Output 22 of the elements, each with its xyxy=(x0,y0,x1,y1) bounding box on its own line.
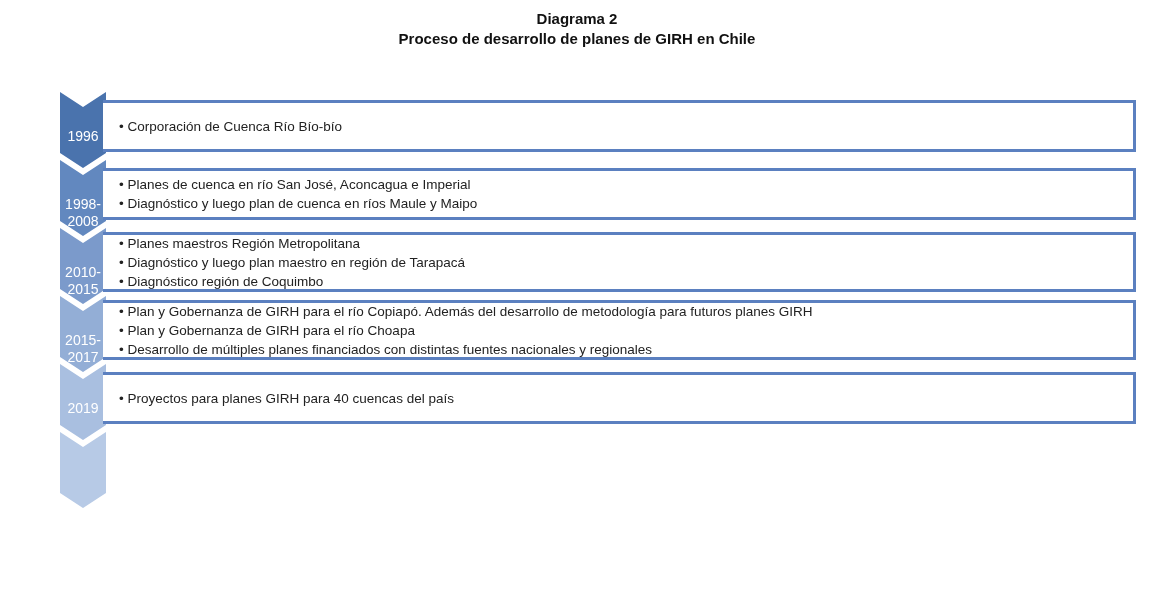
bullet-item: • Plan y Gobernanza de GIRH para el río Choapa xyxy=(119,321,416,340)
bullet-item: • Diagnóstico región de Coquimbo xyxy=(119,272,325,291)
subtitle: Proceso de desarrollo de planes de GIRH en Chile xyxy=(397,30,757,47)
title: Diagrama 2 xyxy=(535,10,619,27)
text-panel xyxy=(103,232,1136,292)
bullet-item: • Proyectos para planes GIRH para 40 cuencas del país xyxy=(119,389,455,408)
year-label: 1998- 2008 xyxy=(64,196,102,230)
bullet-item: • Planes de cuenca en río San José, Aconcagua e Imperial xyxy=(119,176,472,194)
text-panel xyxy=(103,300,1136,360)
year-label: 2019 xyxy=(66,400,100,417)
bullet-item: • Planes maestros Región Metropolitana xyxy=(119,234,362,253)
text-panel xyxy=(103,168,1136,220)
text-panel xyxy=(103,372,1136,424)
bullet-item: • Diagnóstico y luego plan maestro en región de Tarapacá xyxy=(119,253,466,272)
text-panel xyxy=(103,100,1136,152)
bullet-item: • Plan y Gobernanza de GIRH para el río Copiapó. Además del desarrollo de metodología para futuros planes GIRH xyxy=(119,302,814,321)
bullet-item: • Corporación de Cuenca Río Bío-bío xyxy=(119,117,344,136)
year-label: 2015- 2017 xyxy=(64,332,102,366)
bullet-item: • Desarrollo de múltiples planes financiados con distintas fuentes nacionales y regionales xyxy=(119,340,654,359)
bullet-item: • Diagnóstico y luego plan de cuenca en ríos Maule y Maipo xyxy=(119,195,479,213)
year-label: 1996 xyxy=(66,128,100,145)
year-label: 2010- 2015 xyxy=(64,264,102,298)
